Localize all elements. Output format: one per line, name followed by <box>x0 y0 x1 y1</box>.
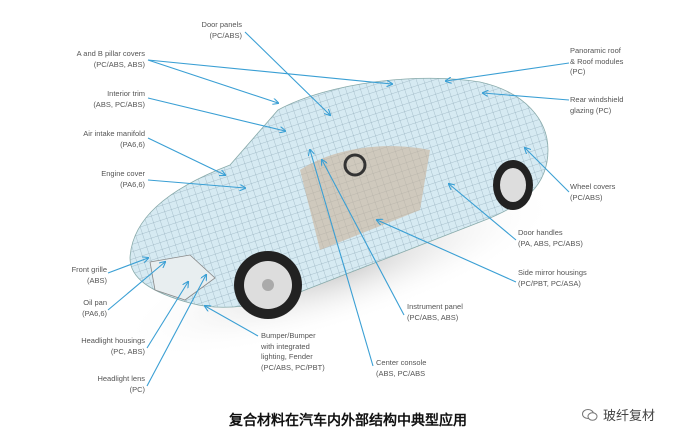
label-center-console: Center console(ABS, PC/ABS <box>376 358 426 379</box>
label-material: (PA, ABS, PC/ABS) <box>518 238 583 248</box>
label-material: (PA6,6) <box>120 139 145 149</box>
label-wheel-covers: Wheel covers(PC/ABS) <box>570 182 615 203</box>
label-name: Bumper/Bumper <box>261 331 316 340</box>
label-headlight-lens: Headlight lens(PC) <box>97 374 145 395</box>
front-wheel <box>234 251 302 319</box>
label-material: (PC/ABS, PC/PBT) <box>261 362 325 372</box>
label-material: (ABS, PC/ABS <box>376 368 426 378</box>
label-oil-pan: Oil pan(PA6,6) <box>82 298 107 319</box>
label-material: (PC) <box>129 384 145 394</box>
label-material: (PC/ABS, ABS) <box>93 59 145 69</box>
label-name: A and B pillar covers <box>76 49 145 58</box>
label-interior-trim: Interior trim(ABS, PC/ABS) <box>93 89 145 110</box>
label-name: Air intake manifold <box>83 129 145 138</box>
figure-caption: 复合材料在汽车内外部结构中典型应用 <box>229 413 467 429</box>
label-name: Engine cover <box>101 169 145 178</box>
label-panoramic-roof: Panoramic roof& Roof modules(PC) <box>570 46 623 78</box>
label-name-line2: & Roof modules <box>570 56 624 66</box>
label-headlight-housings: Headlight housings(PC, ABS) <box>81 336 145 357</box>
label-name: Door panels <box>201 20 242 29</box>
label-door-panels: Door panels(PC/ABS) <box>202 20 242 41</box>
label-side-mirror: Side mirror housings(PC/PBT, PC/ASA) <box>518 268 587 289</box>
rear-wheel <box>493 160 533 210</box>
label-name: Center console <box>376 358 427 367</box>
label-material: (PA6,6) <box>82 308 107 318</box>
label-name: Wheel covers <box>570 182 616 191</box>
label-name: Interior trim <box>107 89 145 98</box>
watermark-text: 玻纤复材 <box>603 409 656 424</box>
label-name: Headlight housings <box>81 336 145 345</box>
label-name: Door handles <box>518 228 563 237</box>
label-engine-cover: Engine cover(PA6,6) <box>101 169 145 190</box>
label-instrument-panel: Instrument panel(PC/ABS, ABS) <box>407 302 463 323</box>
label-material: (PA6,6) <box>120 179 145 189</box>
label-material: (PC/PBT, PC/ASA) <box>518 278 581 288</box>
label-pillar-covers: A and B pillar covers(PC/ABS, ABS) <box>77 49 145 70</box>
leader-lines <box>107 31 570 387</box>
label-air-intake: Air intake manifold(PA6,6) <box>83 129 145 150</box>
label-material: (PC/ABS) <box>570 192 603 202</box>
label-name-line3: lighting, Fender <box>261 352 313 361</box>
label-name: Instrument panel <box>407 302 463 311</box>
wechat-icon <box>582 408 598 421</box>
label-name-line2: with integrated <box>261 341 310 351</box>
label-name: Panoramic roof <box>570 46 621 55</box>
label-door-handles: Door handles(PA, ABS, PC/ABS) <box>518 228 583 249</box>
label-name: Side mirror housings <box>518 268 587 277</box>
watermark: 玻纤复材 <box>582 405 655 424</box>
label-name: Front grille <box>71 265 107 274</box>
label-material: (ABS) <box>86 275 107 285</box>
label-name: Rear windshield <box>570 95 624 104</box>
label-material: glazing (PC) <box>570 105 612 115</box>
label-name: Oil pan <box>83 298 107 307</box>
label-material: (PC/ABS) <box>209 30 242 40</box>
label-material: (PC) <box>570 67 586 76</box>
label-material: (PC/ABS, ABS) <box>407 312 459 322</box>
label-material: (ABS, PC/ABS) <box>93 99 145 109</box>
label-name: Headlight lens <box>97 374 145 383</box>
label-material: (PC, ABS) <box>110 346 145 356</box>
label-front-grille: Front grille(ABS) <box>72 265 107 286</box>
